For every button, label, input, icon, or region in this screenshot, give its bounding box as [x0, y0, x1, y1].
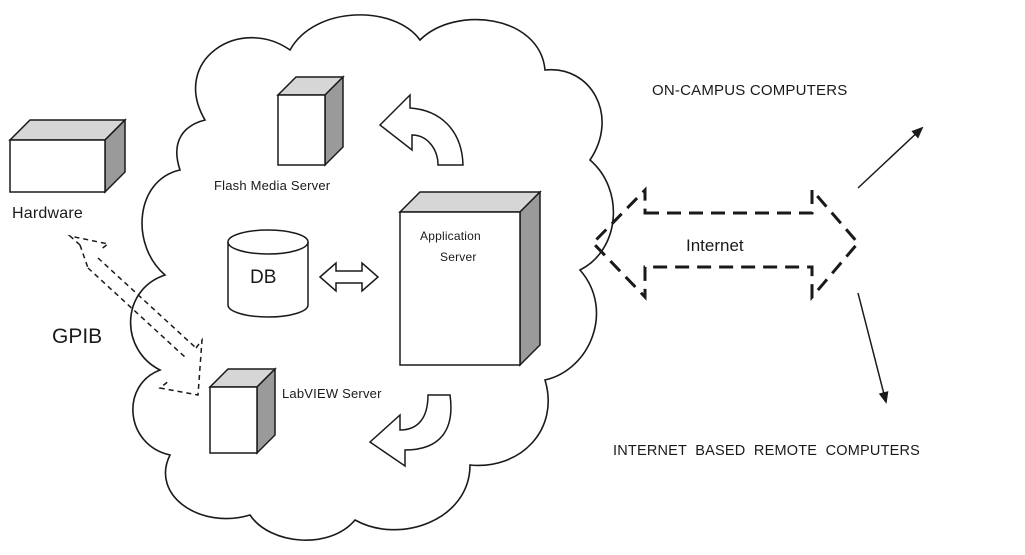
hardware-label: Hardware [12, 205, 83, 222]
db-cylinder-icon [227, 229, 309, 318]
flash-media-server-icon [276, 75, 345, 167]
remote-label: INTERNET BASED REMOTE COMPUTERS [613, 443, 920, 459]
hardware-box-icon [8, 118, 127, 194]
on-campus-arrow [857, 126, 924, 189]
db-app-double-arrow-icon [318, 261, 380, 293]
labview-server-label: LabVIEW Server [282, 386, 382, 401]
labview-server-icon [208, 367, 277, 455]
application-server-label-line1: Application [420, 229, 481, 243]
curved-arrow-down-icon [368, 394, 452, 468]
db-label: DB [250, 267, 276, 288]
application-server-icon [398, 190, 542, 367]
application-server-label-line2: Server [440, 250, 477, 264]
internet-dashed-double-arrow [590, 185, 860, 302]
gpib-link-arrow [67, 234, 203, 396]
flash-media-server-label: Flash Media Server [214, 178, 331, 193]
server-cloud [129, 14, 615, 541]
remote-arrow [857, 292, 889, 404]
on-campus-label: ON-CAMPUS COMPUTERS [652, 82, 847, 99]
curved-arrow-up-icon [378, 93, 464, 166]
gpib-label: GPIB [52, 325, 102, 348]
internet-label: Internet [686, 236, 744, 255]
